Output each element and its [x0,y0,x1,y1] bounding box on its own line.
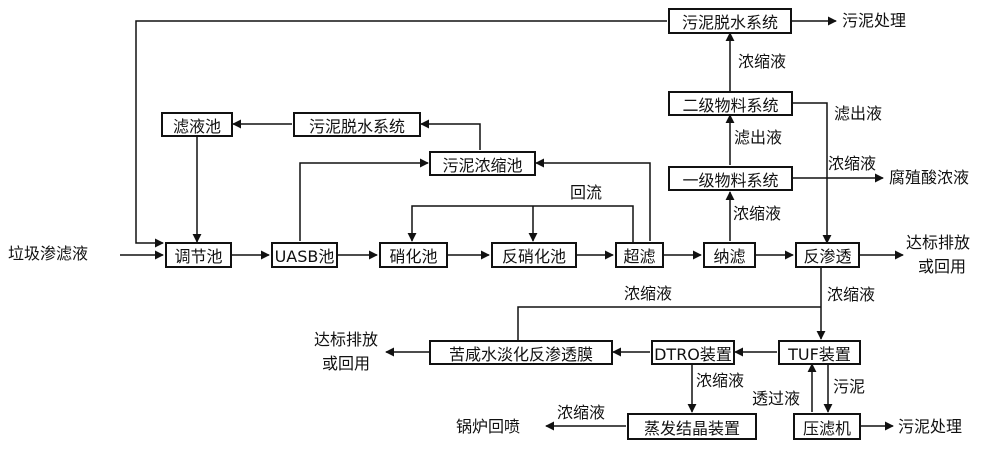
node-wunituoshui-top: 污泥脱水系统 [668,8,792,34]
node-yiji: 一级物料系统 [668,166,793,191]
node-dtro: DTRO装置 [651,340,735,365]
label-humic-acid: 腐殖酸浓液 [889,168,970,187]
label-concentrate-ro: 浓缩液 [827,285,876,304]
label-input: 垃圾渗滤液 [8,244,89,263]
node-fanxiaohua: 反硝化池 [491,242,577,268]
label-sludge-treatment-bottom: 污泥处理 [898,417,963,436]
label-discharge-right-1: 达标排放 [906,233,971,252]
label-discharge-right-2: 或回用 [918,257,967,276]
arrow-uasb-to-nongsuo [299,158,429,241]
node-wuninongsuo: 污泥浓缩池 [429,151,536,176]
node-kuxian: 苦咸水淡化反渗透膜 [429,340,613,365]
node-xiaohua: 硝化池 [379,242,448,268]
node-uasb: UASB池 [271,242,338,268]
label-filtrate-right: 滤出液 [834,104,883,123]
label-concentrate-yiji: 浓缩液 [828,154,877,173]
label-filtrate-mid: 滤出液 [734,128,783,147]
label-permeate: 透过液 [752,389,801,408]
label-concentrate-dtro: 浓缩液 [696,371,745,390]
node-lvyechi: 滤液池 [161,112,233,137]
node-wunituoshui-mid: 污泥脱水系统 [293,112,421,137]
arrow-erji-filtrate-to-ro [793,102,832,244]
label-discharge-left-2: 或回用 [322,354,371,373]
label-recycle: 回流 [570,183,603,202]
arrow-top-dewater-to-tiaojie [135,20,667,248]
label-discharge-left-1: 达标排放 [314,330,379,349]
label-concentrate-top: 浓缩液 [738,52,787,71]
node-tiaojie: 调节池 [165,242,232,268]
node-nalv: 纳滤 [703,242,756,268]
arrow-recycle-to-xiaohua [407,205,634,243]
label-boiler-reinjection: 锅炉回喷 [456,417,521,436]
arrow-bw-concentrate-loop [517,306,821,341]
label-concentrate-nalv: 浓缩液 [733,204,782,223]
label-sludge-treatment-top: 污泥处理 [842,11,907,30]
arrow-chaolv-to-nongsuo [535,158,651,241]
node-zhengfa: 蒸发结晶装置 [627,413,757,440]
node-erji: 二级物料系统 [668,91,793,116]
node-tuf: TUF装置 [778,340,861,365]
label-concentrate-evap: 浓缩液 [557,403,606,422]
arrow-nongsuo-to-dewater [420,119,481,150]
node-fanshentou: 反渗透 [795,242,860,268]
label-concentrate-loop: 浓缩液 [624,284,673,303]
label-sludge: 污泥 [833,377,866,396]
node-chaolv: 超滤 [615,242,664,268]
node-yalvji: 压滤机 [793,413,861,440]
